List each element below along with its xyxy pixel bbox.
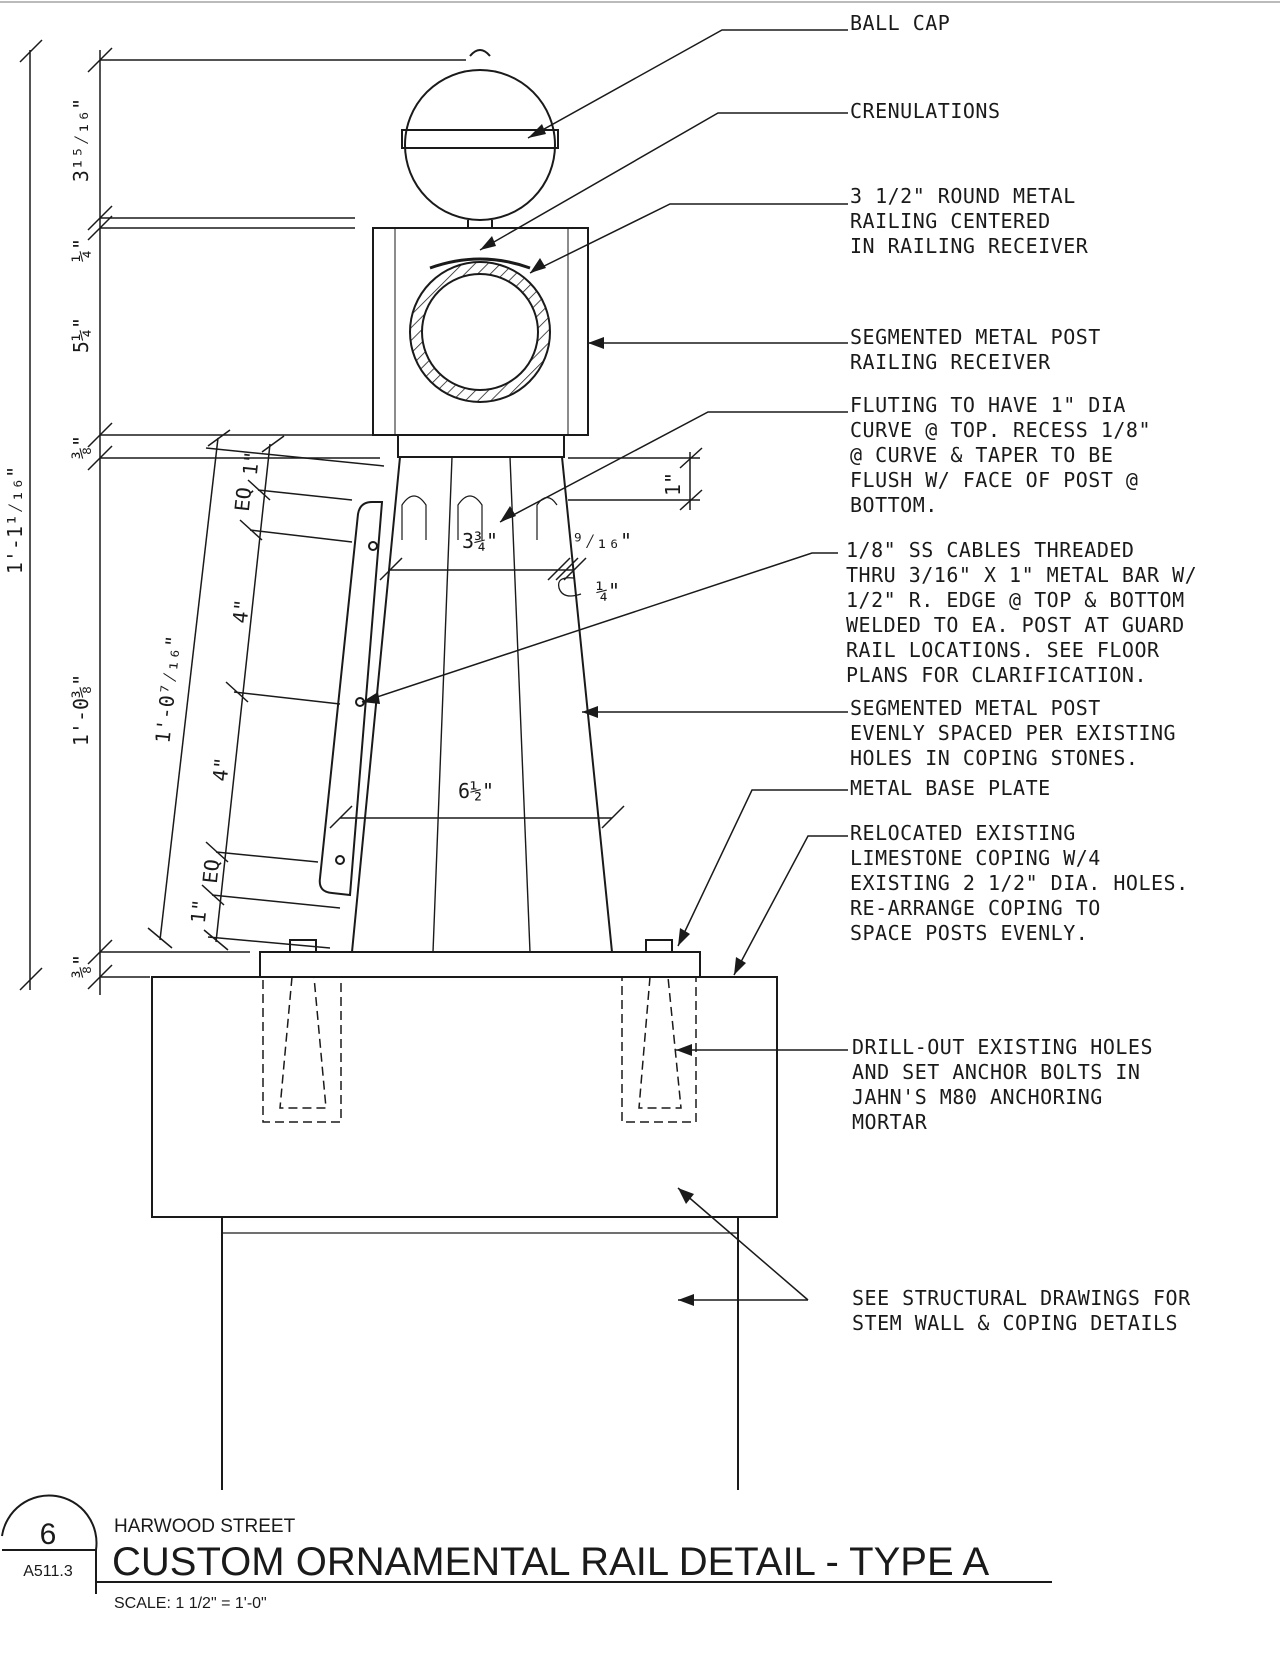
sheet-number: A511.3	[23, 1563, 73, 1580]
callout-notes: BALL CAP CRENULATIONS 3 1/2" ROUND METAL…	[846, 11, 1197, 1335]
dim-bottom-width: 6½"	[458, 779, 494, 803]
dim-eq-bottom: EQ	[198, 858, 224, 884]
drawing-subtitle: HARWOOD STREET	[114, 1516, 296, 1537]
callout-line: SEE STRUCTURAL DRAWINGS FOR	[852, 1286, 1191, 1310]
callout-line: RAILING RECEIVER	[850, 350, 1051, 374]
dim-recess: ⁹⁄₁₆"	[572, 529, 632, 553]
title-block-lines	[1, 1494, 1052, 1594]
detail-number: 6	[40, 1518, 57, 1551]
callout-line: JAHN'S M80 ANCHORING	[852, 1085, 1103, 1109]
ball-cap	[401, 49, 559, 221]
callout-line: EXISTING 2 1/2" DIA. HOLES.	[850, 871, 1189, 895]
callout-crenulations: CRENULATIONS	[850, 99, 1001, 123]
dim-ball-cap: 3¹⁵⁄₁₆"	[69, 98, 93, 182]
dim-one-inch-bottom: 1"	[186, 898, 212, 924]
round-metal-railing	[409, 257, 551, 403]
callout-line: 3 1/2" ROUND METAL	[850, 184, 1076, 208]
metal-base-plate	[259, 939, 701, 978]
limestone-coping	[151, 976, 778, 1218]
callout-line: MORTAR	[852, 1110, 928, 1134]
callout-line: RAIL LOCATIONS. SEE FLOOR	[846, 638, 1160, 662]
callout-line: SPACE POSTS EVENLY.	[850, 921, 1088, 945]
callout-line: @ CURVE & TAPER TO BE	[850, 443, 1113, 467]
callout-ball-cap: BALL CAP	[850, 11, 950, 35]
dim-four-top: 4"	[228, 598, 254, 624]
callout-line: STEM WALL & COPING DETAILS	[852, 1311, 1178, 1335]
dim-four-bottom: 4"	[208, 756, 234, 782]
callout-line: SEGMENTED METAL POST	[850, 696, 1101, 720]
dim-top-width: 3¾"	[462, 529, 498, 553]
dim-collar: ⅜"	[69, 435, 93, 459]
dimension-labels: 1'-1¹⁄₁₆" 3¹⁵⁄₁₆" ¼" 5¼" ⅜" 1'-0⅜" ⅜" 1'…	[3, 98, 685, 978]
dim-one-inch-top: 1"	[238, 450, 264, 476]
drawing-scale: SCALE: 1 1/2" = 1'-0"	[114, 1595, 267, 1612]
callout-line: THRU 3/16" X 1" METAL BAR W/	[846, 563, 1197, 587]
dim-bar-length: 1'-0⁷⁄₁₆"	[150, 634, 185, 744]
callout-leaders	[361, 29, 848, 1301]
dim-flute-curve: 1"	[661, 472, 685, 496]
callout-line: 1/2" R. EDGE @ TOP & BOTTOM	[846, 588, 1185, 612]
callout-base-plate: METAL BASE PLATE	[850, 776, 1051, 800]
anchor-bolt-holes	[262, 976, 697, 1123]
callout-line: LIMESTONE COPING W/4	[850, 846, 1101, 870]
callout-line: BALL CAP	[850, 11, 950, 35]
callout-line: CRENULATIONS	[850, 99, 1001, 123]
dim-base-plate: ⅜"	[69, 954, 93, 978]
callout-line: 1/8" SS CABLES THREADED	[846, 538, 1134, 562]
callout-line: SEGMENTED METAL POST	[850, 325, 1101, 349]
callout-line: WELDED TO EA. POST AT GUARD	[846, 613, 1185, 637]
callout-line: FLUSH W/ FACE OF POST @	[850, 468, 1138, 492]
callout-line: METAL BASE PLATE	[850, 776, 1051, 800]
bar-dimension-lines	[147, 429, 385, 951]
dim-gap: ¼"	[69, 238, 93, 262]
dim-post-height: 1'-0⅜"	[69, 674, 93, 746]
callout-line: HOLES IN COPING STONES.	[850, 746, 1138, 770]
title-block: 6 A511.3 HARWOOD STREET CUSTOM ORNAMENTA…	[23, 1516, 989, 1612]
callout-line: DRILL-OUT EXISTING HOLES	[852, 1035, 1153, 1059]
callout-line: IN RAILING RECEIVER	[850, 234, 1089, 258]
stem-wall	[221, 1217, 739, 1490]
dim-overall: 1'-1¹⁄₁₆"	[3, 466, 27, 574]
callout-line: AND SET ANCHOR BOLTS IN	[852, 1060, 1140, 1084]
dim-eq-top: EQ	[230, 486, 256, 512]
width-dimension-lines	[329, 447, 703, 829]
arrowheads	[362, 124, 746, 1306]
callout-line: BOTTOM.	[850, 493, 938, 517]
vertical-dimension-lines	[19, 39, 466, 995]
callout-line: PLANS FOR CLARIFICATION.	[846, 663, 1147, 687]
callout-line: RE-ARRANGE COPING TO	[850, 896, 1101, 920]
callout-line: CURVE @ TOP. RECESS 1/8"	[850, 418, 1151, 442]
callout-line: RELOCATED EXISTING	[850, 821, 1076, 845]
callout-line: EVENLY SPACED PER EXISTING	[850, 721, 1176, 745]
callout-line: FLUTING TO HAVE 1" DIA	[850, 393, 1126, 417]
dim-recess-quarter: ¼"	[596, 579, 620, 603]
dim-receiver: 5¼"	[69, 317, 93, 353]
callout-line: RAILING CENTERED	[850, 209, 1051, 233]
drawing-title: CUSTOM ORNAMENTAL RAIL DETAIL - TYPE A	[112, 1540, 990, 1584]
